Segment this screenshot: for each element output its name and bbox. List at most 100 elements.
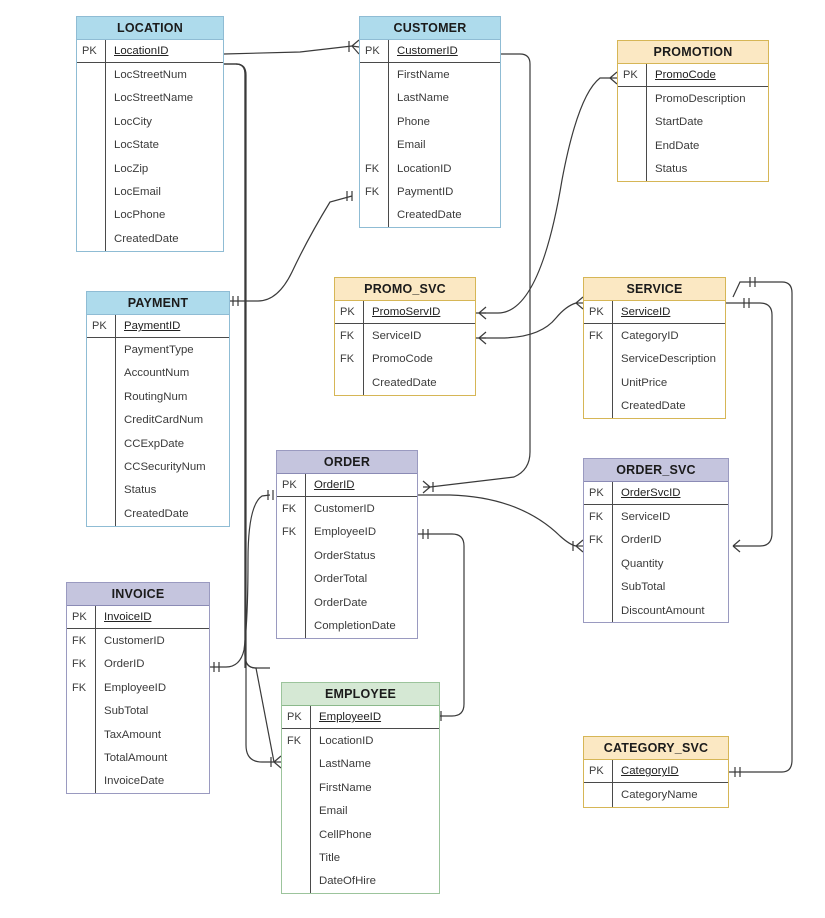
table-row[interactable]: InvoiceDate bbox=[67, 769, 209, 794]
table-row[interactable]: OrderTotal bbox=[277, 567, 417, 591]
table-row[interactable]: LocZip bbox=[77, 156, 223, 181]
field-name: InvoiceDate bbox=[95, 769, 209, 794]
table-row[interactable]: LastName bbox=[360, 86, 500, 111]
table-row[interactable]: CCSecurityNum bbox=[87, 455, 229, 479]
field-name: ServiceID bbox=[612, 301, 725, 324]
table-row[interactable]: FirstName bbox=[282, 776, 439, 800]
table-row[interactable]: RoutingNum bbox=[87, 385, 229, 409]
table-row[interactable]: PaymentType bbox=[87, 338, 229, 362]
table-row[interactable]: CreatedDate bbox=[360, 203, 500, 228]
table-row[interactable]: CompletionDate bbox=[277, 614, 417, 638]
table-row[interactable]: LocEmail bbox=[77, 180, 223, 204]
field-name: StartDate bbox=[646, 110, 768, 135]
table-row[interactable]: SubTotal bbox=[584, 575, 728, 599]
table-row[interactable]: LocStreetName bbox=[77, 86, 223, 111]
field-name: LocationID bbox=[310, 729, 439, 753]
table-row[interactable]: Title bbox=[282, 846, 439, 870]
table-row[interactable]: SubTotal bbox=[67, 699, 209, 723]
table-row[interactable]: CreatedDate bbox=[87, 502, 229, 526]
field-name: CustomerID bbox=[388, 40, 500, 63]
table-row[interactable]: CreditCardNum bbox=[87, 408, 229, 432]
table-row[interactable]: Email bbox=[360, 133, 500, 157]
table-row[interactable]: FirstName bbox=[360, 63, 500, 87]
key-marker: PK bbox=[82, 45, 97, 58]
field-name: LastName bbox=[388, 86, 500, 111]
table-row[interactable]: CategoryName bbox=[584, 783, 728, 807]
table-row[interactable]: Status bbox=[87, 478, 229, 503]
table-row[interactable]: CreatedDate bbox=[77, 227, 223, 251]
entity-title-invoice: INVOICE bbox=[67, 583, 209, 606]
table-row[interactable]: LocStreetNum bbox=[77, 63, 223, 87]
table-row[interactable]: PromoDescription bbox=[618, 87, 768, 111]
table-row[interactable]: AccountNum bbox=[87, 361, 229, 386]
field-name: CCExpDate bbox=[115, 431, 229, 456]
table-row[interactable]: OrderStatus bbox=[277, 544, 417, 568]
entity-title-employee: EMPLOYEE bbox=[282, 683, 439, 706]
table-row[interactable]: Email bbox=[282, 799, 439, 823]
table-row[interactable]: CellPhone bbox=[282, 822, 439, 847]
table-row[interactable]: CCExpDate bbox=[87, 431, 229, 456]
table-row[interactable]: TotalAmount bbox=[67, 746, 209, 770]
field-name: LocEmail bbox=[105, 180, 223, 204]
table-row[interactable]: Phone bbox=[360, 110, 500, 134]
key-marker: FK bbox=[72, 681, 87, 694]
table-row[interactable]: LocState bbox=[77, 133, 223, 157]
table-row[interactable]: LocPhone bbox=[77, 203, 223, 228]
table-row[interactable]: EndDate bbox=[618, 134, 768, 158]
table-row[interactable]: Status bbox=[618, 157, 768, 181]
table-row[interactable]: StartDate bbox=[618, 110, 768, 135]
table-row[interactable]: DiscountAmount bbox=[584, 598, 728, 623]
field-name: LocationID bbox=[105, 40, 223, 63]
table-row[interactable]: Quantity bbox=[584, 552, 728, 576]
table-row[interactable]: CreatedDate bbox=[584, 394, 725, 418]
table-row[interactable]: UnitPrice bbox=[584, 371, 725, 395]
key-marker: FK bbox=[340, 330, 355, 343]
table-row[interactable]: LastName bbox=[282, 752, 439, 777]
field-name: CreatedDate bbox=[115, 502, 229, 526]
table-row[interactable]: ServiceDescription bbox=[584, 347, 725, 372]
field-name: OrderID bbox=[305, 474, 417, 497]
table-row[interactable]: CreatedDate bbox=[335, 371, 475, 395]
table-row[interactable]: PK LocationID bbox=[77, 40, 223, 64]
table-row[interactable]: OrderDate bbox=[277, 590, 417, 615]
table-row[interactable]: LocCity bbox=[77, 110, 223, 134]
table-row[interactable]: TaxAmount bbox=[67, 722, 209, 747]
entity-title-promo_svc: PROMO_SVC bbox=[335, 278, 475, 301]
table-row[interactable]: DateOfHire bbox=[282, 869, 439, 894]
